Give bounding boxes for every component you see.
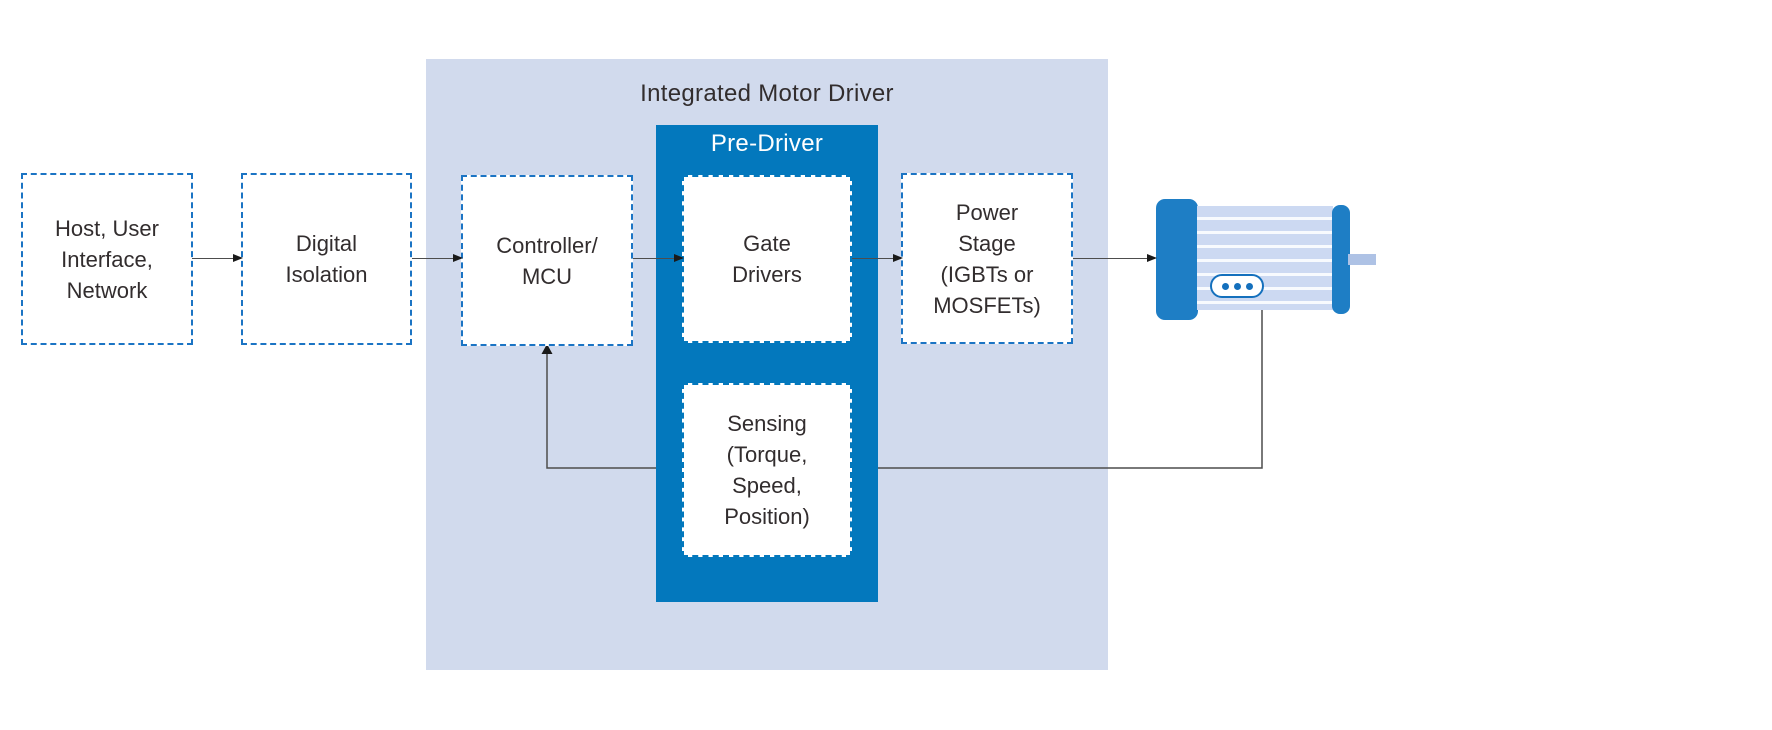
block-gate-drivers: Gate Drivers bbox=[682, 175, 852, 343]
block-sensing: Sensing (Torque, Speed, Position) bbox=[682, 383, 852, 557]
badge-dot bbox=[1245, 282, 1253, 290]
arrow-gate-drivers-to-power-stage bbox=[852, 254, 903, 262]
arrow-host-to-isolation bbox=[192, 254, 243, 262]
arrow-power-stage-to-motor bbox=[1073, 254, 1157, 262]
motor-terminal-badge-icon bbox=[1210, 274, 1264, 298]
arrow-isolation-to-controller bbox=[412, 254, 463, 262]
region-title: Integrated Motor Driver bbox=[640, 80, 894, 107]
pre-driver-title: Pre-Driver bbox=[710, 130, 824, 157]
block-controller-mcu: Controller/ MCU bbox=[461, 175, 633, 346]
badge-dot bbox=[1221, 282, 1229, 290]
block-digital-isolation: Digital Isolation bbox=[241, 173, 412, 345]
badge-dot bbox=[1233, 282, 1241, 290]
block-power-stage: Power Stage (IGBTs or MOSFETs) bbox=[901, 173, 1073, 344]
feedback-arrowhead bbox=[541, 344, 553, 354]
motor-end-cap bbox=[1332, 205, 1350, 314]
motor-shaft bbox=[1348, 254, 1376, 265]
arrow-controller-to-gate-drivers bbox=[633, 254, 684, 262]
block-host-user-interface-network: Host, User Interface, Network bbox=[21, 173, 193, 345]
motor-icon bbox=[1156, 199, 1198, 320]
motor-body bbox=[1197, 206, 1333, 310]
